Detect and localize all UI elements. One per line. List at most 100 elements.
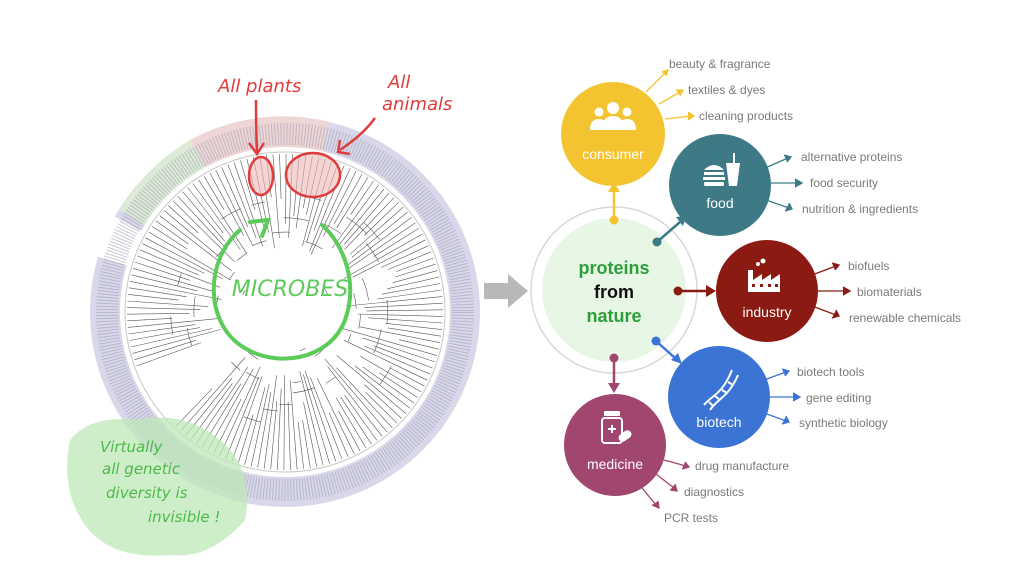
tree-branch — [345, 217, 412, 267]
leaf-labels-ring — [96, 123, 474, 501]
hub-line-3: nature — [586, 306, 641, 326]
consumer-item-1: beauty & fragrance — [669, 57, 771, 71]
tree-branch — [349, 206, 404, 255]
tree-branch-arc — [292, 387, 315, 394]
tree-branch-arc — [299, 348, 306, 352]
industry-label: industry — [742, 304, 791, 320]
burger-drink-icon — [703, 153, 740, 186]
consumer-item-2: textiles & dyes — [688, 83, 765, 97]
animals-arrow — [339, 117, 377, 152]
factory-icon — [748, 258, 780, 292]
tree-branch — [127, 300, 209, 307]
medicine-item-3: PCR tests — [664, 511, 718, 525]
tree-branch — [127, 307, 201, 310]
tree-branch — [343, 192, 390, 245]
category-industry: industry biofuels biomaterials renewable… — [716, 240, 961, 342]
all-animals-label-line2: animals — [382, 94, 452, 115]
tree-branch — [182, 191, 225, 242]
tree-branch-arc — [347, 333, 352, 342]
tree-branch — [392, 270, 438, 283]
tree-branch — [126, 313, 190, 315]
tree-branch — [238, 414, 254, 463]
plants-arrowhead — [247, 142, 266, 157]
tree-branch — [331, 184, 380, 249]
tree-branch — [225, 376, 260, 459]
tree-branch-arc — [231, 361, 241, 371]
tree-branch — [303, 374, 330, 464]
tree-branch — [127, 294, 179, 301]
tree-branch — [357, 313, 443, 317]
tree-branch — [302, 420, 311, 469]
animals-highlight-circle — [284, 151, 342, 199]
tree-branch — [377, 289, 442, 300]
tree-branch — [381, 245, 429, 268]
tree-branch — [219, 366, 261, 457]
industry-item-3: renewable chemicals — [849, 311, 961, 325]
tree-branch — [338, 188, 385, 245]
tree-branch — [340, 397, 372, 445]
tree-branch — [285, 153, 287, 224]
tree-branch — [127, 318, 173, 322]
tree-branch — [287, 401, 291, 470]
tree-branch — [130, 328, 213, 348]
tree-branch — [327, 366, 383, 437]
tree-branch — [257, 392, 272, 468]
tree-branch-arc — [346, 216, 368, 235]
tree-branch — [317, 378, 355, 455]
phylogenetic-tree: All plants All animals MICROBES Virtuall… — [67, 72, 480, 556]
tree-branch — [365, 391, 398, 424]
tree-branch — [177, 195, 228, 250]
microbes-cycle-arrow — [211, 223, 353, 361]
tree-branch — [299, 371, 324, 466]
tree-branch-arc — [193, 296, 196, 318]
tree-branch — [180, 357, 246, 432]
note-line-1: Virtually — [100, 438, 164, 456]
tree-branch — [310, 167, 351, 255]
all-plants-label: All plants — [217, 76, 301, 97]
food-label: food — [706, 195, 733, 211]
tree-branch — [399, 339, 439, 350]
tree-branch — [129, 327, 200, 341]
tree-branch-arc — [283, 217, 309, 221]
consumer-node — [561, 82, 665, 186]
tree-branch — [250, 384, 270, 467]
tree-branch — [244, 387, 266, 465]
biotech-item-1: biotech tools — [797, 365, 864, 379]
tree-branch — [390, 367, 425, 387]
tree-branch-arc — [325, 376, 336, 384]
tree-branch — [310, 377, 343, 460]
tree-branch — [142, 243, 205, 274]
plants-arrow — [254, 99, 259, 153]
category-biotech: biotech biotech tools gene editing synth… — [668, 346, 888, 448]
tree-branch — [231, 376, 263, 461]
tree-branch — [346, 296, 443, 307]
tree-branch — [350, 180, 374, 215]
tree-branch — [333, 173, 363, 225]
tree-branch-arc — [246, 371, 260, 380]
tree-branch — [277, 388, 282, 470]
tree-branch — [303, 402, 318, 467]
tree-branch-arc — [252, 240, 267, 246]
connector-food — [656, 221, 681, 243]
note-line-3: diversity is — [106, 484, 188, 502]
tree-branch — [364, 302, 443, 308]
tree-branch — [322, 170, 357, 237]
tree-branch-arc — [229, 272, 235, 280]
tree-branch — [373, 228, 420, 257]
tree-branch — [344, 395, 378, 441]
tree-branch — [336, 177, 369, 228]
tree-branch — [155, 220, 189, 245]
tree-branch — [304, 370, 337, 462]
tree-branch — [128, 287, 187, 298]
biotech-item-2: gene editing — [806, 391, 871, 405]
tree-branch-arc — [243, 416, 261, 423]
tree-branch-arc — [221, 208, 242, 220]
hub-line-1: proteins — [578, 258, 649, 278]
tree-branch — [129, 281, 222, 300]
medicine-node — [564, 394, 666, 496]
transition-arrow — [484, 274, 528, 308]
tree-branch — [136, 342, 202, 367]
microbes-arrowhead — [248, 217, 272, 238]
medicine-bottle-icon — [601, 411, 632, 444]
tree-branch-arc — [386, 299, 388, 325]
